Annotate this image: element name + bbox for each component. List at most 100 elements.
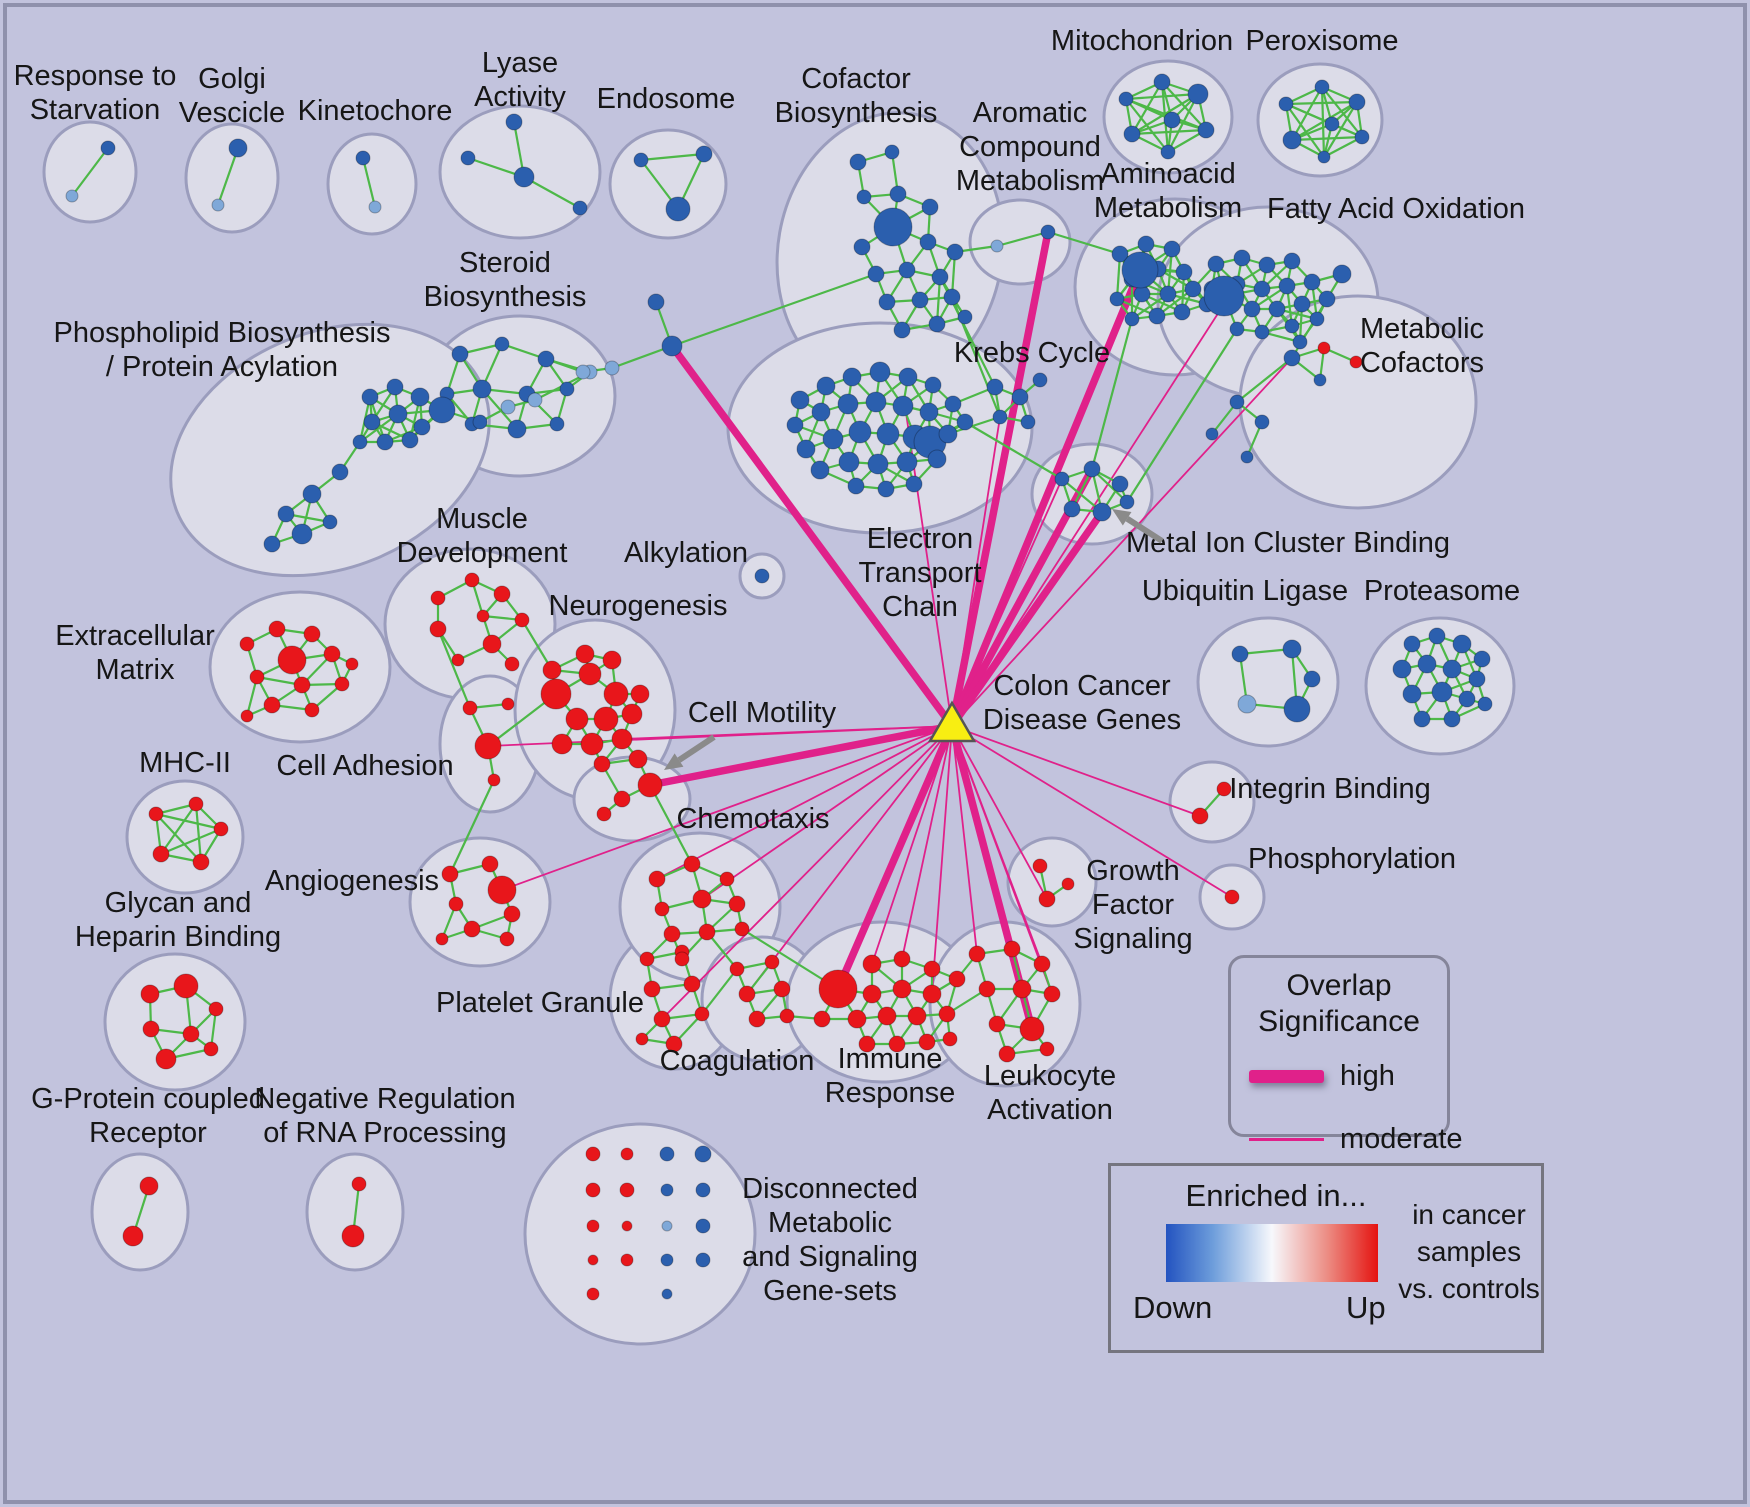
gene-set-node-immune-response <box>847 1009 867 1029</box>
gene-set-node-extracellular-matrix <box>303 625 321 643</box>
gene-set-node-cofactor-biosynthesis <box>898 261 916 279</box>
gene-set-node-chemotaxis <box>654 901 670 917</box>
gene-set-node-proteasome <box>1428 627 1446 645</box>
significance-edge-moderate <box>951 725 1201 817</box>
gene-set-node-extracellular-matrix <box>277 645 307 675</box>
label-platelet-granule: Platelet Granule <box>436 987 644 1019</box>
label-integrin-binding: Integrin Binding <box>1229 773 1431 805</box>
gene-set-node-response-to-starvation <box>65 189 79 203</box>
gene-set-node-coagulation <box>729 961 745 977</box>
gene-set-node-cell-motility <box>637 772 663 798</box>
gene-set-node-krebs-cycle <box>986 378 1004 396</box>
label-ubiquitin-ligase: Ubiquitin Ligase <box>1142 575 1348 607</box>
gene-set-node-muscle-development <box>493 585 511 603</box>
significance-edge-moderate <box>901 725 953 960</box>
legend-enriched: Enriched in... Down Up in cancer samples… <box>1108 1163 1544 1353</box>
significance-edge-moderate <box>501 725 953 891</box>
gene-set-node-alkylation <box>754 568 770 584</box>
gene-set-node-chemotaxis <box>719 871 735 887</box>
label-cell-motility: Cell Motility <box>688 697 837 729</box>
gene-set-node-ubiquitin-ligase <box>1282 639 1302 659</box>
gene-set-node-endosome <box>665 196 691 222</box>
gene-set-node-disconnected-gene-sets <box>695 1182 711 1198</box>
gene-set-node-cell-motility <box>613 790 631 808</box>
label-phospholipid-biosynthesis: Phospholipid Biosynthesis/ Protein Acyla… <box>54 317 391 383</box>
gene-set-node-chemotaxis <box>734 921 750 937</box>
gene-set-node-integrin-binding <box>1191 807 1209 825</box>
gene-set-node-kinetochore <box>355 150 371 166</box>
gene-set-node-fatty-acid-oxidation <box>1318 290 1336 308</box>
gene-set-node-electron-transport-chain <box>786 416 804 434</box>
gene-set-node-fatty-acid-oxidation <box>1278 277 1296 295</box>
moderate-significance-label: moderate <box>1340 1123 1463 1155</box>
gene-set-node-muscle-development <box>429 620 447 638</box>
edge-mitochondrion <box>1161 81 1207 131</box>
edge-mhc-ii <box>160 827 222 856</box>
gene-set-node-electron-transport-chain <box>956 413 974 431</box>
gene-set-node-ubiquitin-ligase <box>1303 670 1321 688</box>
gene-set-node-mitochondrion <box>1153 73 1171 91</box>
gene-set-node-extracellular-matrix <box>345 657 359 671</box>
gene-set-node-fatty-acid-oxidation <box>1203 275 1245 317</box>
gene-set-node-metabolic-cofactors <box>1229 394 1245 410</box>
gene-set-node-proteasome <box>1452 634 1472 654</box>
gene-set-node-integrin-binding <box>1216 781 1232 797</box>
gene-set-node-neurogenesis <box>602 650 622 670</box>
gene-set-node-glycan-heparin-binding <box>142 1020 160 1038</box>
gene-set-node-neurogenesis <box>575 644 595 664</box>
gene-set-node-immune-response <box>862 984 882 1004</box>
gene-set-node-immune-response <box>923 960 941 978</box>
edge-mitochondrion <box>1131 81 1163 135</box>
gene-set-node-electron-transport-chain <box>838 451 860 473</box>
gene-set-node-cofactor-biosynthesis <box>889 185 907 203</box>
gene-set-node-neurogenesis <box>630 684 650 704</box>
significance-edge-moderate <box>746 725 953 995</box>
gene-set-node-fatty-acid-oxidation <box>1268 300 1286 318</box>
gene-set-node-disconnected-gene-sets <box>586 1287 600 1301</box>
gene-set-node-angiogenesis <box>463 920 481 938</box>
edge-mhc-ii <box>194 803 203 863</box>
gene-set-node-phosphorylation <box>1224 889 1240 905</box>
gene-set-node-disconnected-gene-sets <box>620 1147 634 1161</box>
gene-set-node-leukocyte-activation <box>1043 985 1061 1003</box>
gene-set-node-mhc-ii <box>148 806 164 822</box>
gene-set-node-fatty-acid-oxidation <box>1233 249 1251 267</box>
edge-peroxisome <box>1323 136 1363 158</box>
gene-set-node-phospholipid-biosynthesis <box>263 535 281 553</box>
gene-set-node-krebs-cycle <box>1020 414 1036 430</box>
gene-set-node-mhc-ii <box>213 821 229 837</box>
gene-set-node-fatty-acid-oxidation <box>1229 321 1245 337</box>
gene-set-node-metabolic-cofactors <box>1254 414 1270 430</box>
gene-set-node-extracellular-matrix <box>263 696 281 714</box>
edge-peroxisome <box>1291 86 1323 141</box>
gene-set-node-chemotaxis <box>648 870 666 888</box>
gene-set-node-phospholipid-biosynthesis <box>277 505 295 523</box>
label-coagulation: Coagulation <box>660 1045 815 1077</box>
gene-set-node-phospholipid-biosynthesis <box>472 414 488 430</box>
gene-set-node-mitochondrion <box>1197 121 1215 139</box>
gene-set-node-leukocyte-activation <box>968 945 986 963</box>
gene-set-node-metabolic-cofactors <box>1317 341 1331 355</box>
gene-set-node-cell-motility <box>596 806 612 822</box>
gene-set-node-muscle-development <box>451 653 465 667</box>
label-mitochondrion: Mitochondrion <box>1051 25 1233 57</box>
gene-set-node-cofactor-biosynthesis <box>853 238 871 256</box>
gene-set-node-angiogenesis <box>499 931 515 947</box>
gene-set-node-phospholipid-biosynthesis <box>401 431 419 449</box>
label-mhc-ii: MHC-II <box>139 747 231 779</box>
gene-set-node-cofactor-biosynthesis <box>957 309 973 325</box>
gene-set-node-phospholipid-biosynthesis <box>352 434 368 450</box>
gene-set-node-neurogenesis <box>578 662 602 686</box>
gene-set-node-peroxisome <box>1317 150 1331 164</box>
gene-set-node-ubiquitin-ligase <box>1237 694 1257 714</box>
moderate-significance-swatch <box>1249 1138 1324 1141</box>
edge-mitochondrion <box>1131 128 1207 136</box>
gene-set-node-chemotaxis <box>674 951 690 967</box>
